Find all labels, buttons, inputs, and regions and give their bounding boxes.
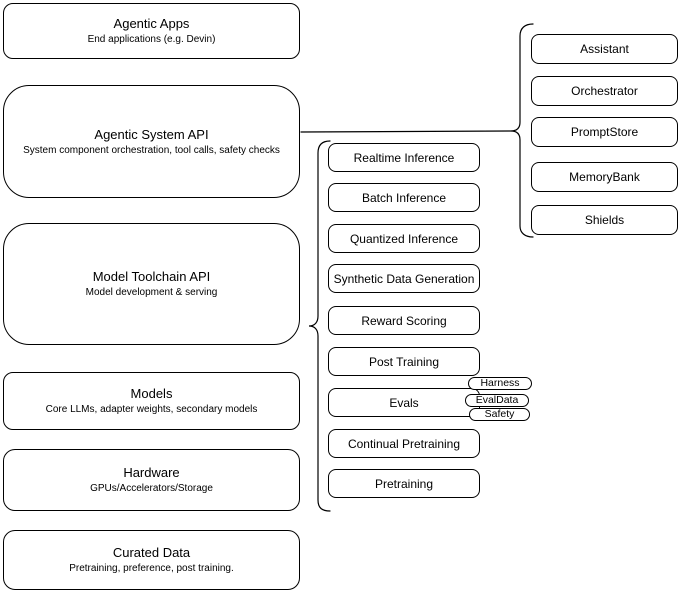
node-label: Pretraining bbox=[374, 476, 434, 491]
node-memorybank: MemoryBank bbox=[531, 162, 678, 192]
tag-evaldata: EvalData bbox=[465, 394, 529, 407]
node-title: Curated Data bbox=[112, 545, 191, 560]
node-label: Assistant bbox=[580, 42, 629, 56]
node-title: Models bbox=[130, 386, 173, 401]
node-agentic-system-api: Agentic System API System component orch… bbox=[3, 85, 300, 198]
node-title: Model Toolchain API bbox=[92, 269, 211, 284]
node-post-training: Post Training bbox=[328, 347, 480, 376]
node-subtitle: Pretraining, preference, post training. bbox=[69, 563, 234, 574]
node-quantized-inference: Quantized Inference bbox=[328, 224, 480, 253]
node-agentic-apps: Agentic Apps End applications (e.g. Devi… bbox=[3, 3, 300, 59]
middle-column-brace bbox=[308, 140, 331, 512]
node-subtitle: Core LLMs, adapter weights, secondary mo… bbox=[45, 404, 258, 415]
node-reward-scoring: Reward Scoring bbox=[328, 306, 480, 335]
node-assistant: Assistant bbox=[531, 34, 678, 64]
node-label: Reward Scoring bbox=[361, 313, 447, 328]
node-subtitle: End applications (e.g. Devin) bbox=[87, 34, 216, 45]
node-label: Synthetic Data Generation bbox=[333, 271, 475, 286]
node-continual-pretraining: Continual Pretraining bbox=[328, 429, 480, 458]
node-label: Shields bbox=[584, 213, 625, 227]
right-column-brace bbox=[510, 23, 534, 238]
node-orchestrator: Orchestrator bbox=[531, 76, 678, 106]
node-realtime-inference: Realtime Inference bbox=[328, 143, 480, 172]
tag-safety: Safety bbox=[469, 408, 530, 421]
node-label: PromptStore bbox=[570, 125, 639, 139]
node-title: Agentic System API bbox=[94, 126, 209, 142]
node-batch-inference: Batch Inference bbox=[328, 183, 480, 212]
tag-label: EvalData bbox=[475, 394, 519, 406]
connector-line bbox=[300, 130, 512, 133]
tag-label: Harness bbox=[480, 377, 520, 389]
node-synthetic-data-generation: Synthetic Data Generation bbox=[328, 264, 480, 293]
node-title: Agentic Apps bbox=[113, 16, 190, 31]
node-promptstore: PromptStore bbox=[531, 117, 678, 147]
tag-label: Safety bbox=[484, 408, 515, 420]
node-shields: Shields bbox=[531, 205, 678, 235]
node-subtitle: Model development & serving bbox=[85, 287, 218, 298]
node-label: Post Training bbox=[368, 354, 440, 369]
node-label: Quantized Inference bbox=[349, 231, 459, 246]
node-title: Hardware bbox=[123, 465, 180, 480]
node-label: Continual Pretraining bbox=[347, 436, 461, 451]
node-subtitle: GPUs/Accelerators/Storage bbox=[90, 483, 213, 494]
node-pretraining: Pretraining bbox=[328, 469, 480, 498]
node-label: Evals bbox=[389, 395, 419, 410]
node-label: Orchestrator bbox=[571, 84, 638, 98]
node-hardware: Hardware GPUs/Accelerators/Storage bbox=[3, 449, 300, 511]
node-label: Batch Inference bbox=[361, 190, 447, 205]
tag-harness: Harness bbox=[468, 377, 532, 390]
node-curated-data: Curated Data Pretraining, preference, po… bbox=[3, 530, 300, 590]
node-model-toolchain-api: Model Toolchain API Model development & … bbox=[3, 223, 300, 345]
node-models: Models Core LLMs, adapter weights, secon… bbox=[3, 372, 300, 430]
node-evals: Evals bbox=[328, 388, 480, 417]
node-label: MemoryBank bbox=[569, 170, 640, 184]
node-subtitle: System component orchestration, tool cal… bbox=[23, 144, 280, 156]
node-label: Realtime Inference bbox=[353, 150, 455, 165]
